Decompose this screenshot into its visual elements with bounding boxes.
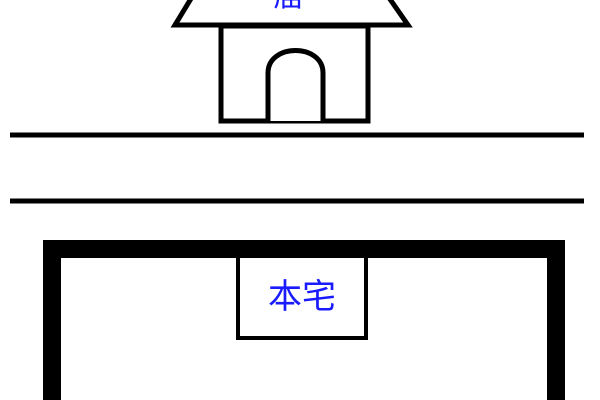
house-outline	[43, 240, 565, 400]
temple-door	[265, 48, 326, 121]
house-label-box	[236, 254, 368, 340]
house-label: 本宅	[268, 277, 336, 317]
temple-label: 庙	[273, 0, 303, 14]
temple-roof	[170, 0, 413, 28]
temple: 庙	[170, 0, 413, 124]
house: 本宅	[43, 240, 565, 400]
